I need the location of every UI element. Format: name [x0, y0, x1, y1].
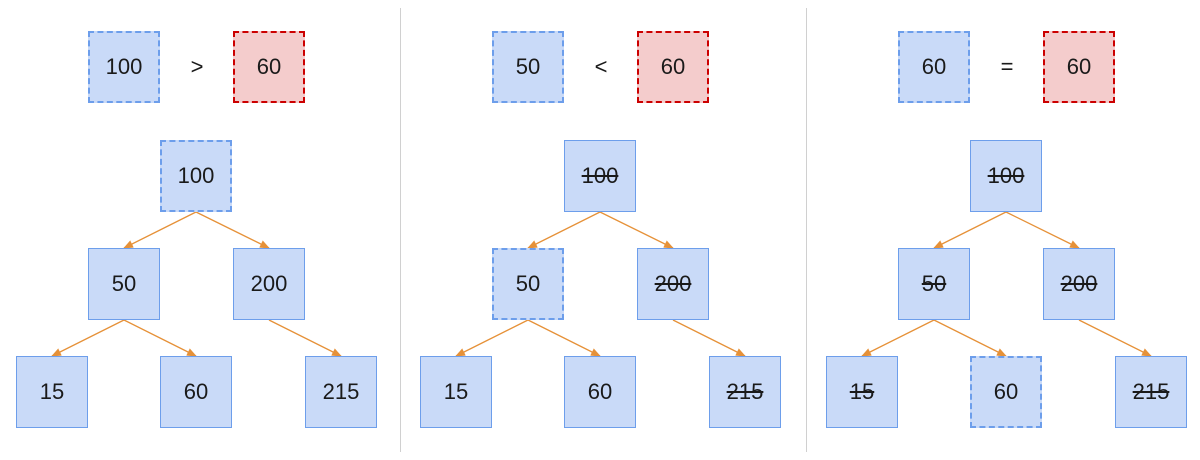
panel-1-node-root-label: 100	[177, 163, 215, 188]
panel-3-node-left-label: 50	[921, 271, 947, 296]
panel-3-compare-target-value-label: 60	[1066, 54, 1092, 79]
panel-divider-1	[400, 8, 401, 452]
panel-1-node-right-right-label: 215	[322, 379, 360, 404]
panel-3-edge-left-to-left_right	[933, 319, 1007, 357]
panel-3-node-left-right-label: 60	[993, 379, 1019, 404]
panel-1-node-right-label: 200	[250, 271, 288, 296]
panel-1-compare-target-value: 60	[233, 31, 305, 103]
panel-3-compare-operator: =	[987, 31, 1027, 103]
panel-3-edge-right-to-right_right	[1078, 319, 1152, 357]
panel-1-node-root: 100	[160, 140, 232, 212]
panel-3-node-right-right: 215	[1115, 356, 1187, 428]
panel-1-node-left-right: 60	[160, 356, 232, 428]
panel-1-node-left: 50	[88, 248, 160, 320]
panel-1-compare-target-value-label: 60	[256, 54, 282, 79]
panel-3-edge-root-to-right	[1005, 211, 1080, 249]
panel-1-node-left-right-label: 60	[183, 379, 209, 404]
panel-2-node-root: 100	[564, 140, 636, 212]
panel-2-node-left-right: 60	[564, 356, 636, 428]
panel-2-node-left-left: 15	[420, 356, 492, 428]
panel-1-node-right-right: 215	[305, 356, 377, 428]
panel-1-edge-root-to-right	[195, 211, 270, 249]
panel-3-compare-current-value: 60	[898, 31, 970, 103]
panel-2-edge-left-to-left_left	[455, 319, 529, 357]
panel-2-compare-current-value: 50	[492, 31, 564, 103]
panel-2-edge-root-to-left	[527, 211, 601, 249]
panel-3-compare-current-value-label: 60	[921, 54, 947, 79]
panel-3-compare-target-value: 60	[1043, 31, 1115, 103]
panel-1-edge-left-to-left_left	[51, 319, 125, 357]
panel-2-edge-left-to-left_right	[527, 319, 601, 357]
panel-divider-2	[806, 8, 807, 452]
panel-1-edge-left-to-left_right	[123, 319, 197, 357]
panel-2-node-root-label: 100	[581, 163, 619, 188]
panel-2-node-right-label: 200	[654, 271, 692, 296]
panel-2-compare-operator-label: <	[594, 54, 608, 79]
panel-2-node-left-left-label: 15	[443, 379, 469, 404]
panel-1-compare-current-value-label: 100	[105, 54, 143, 79]
panel-1-node-left-left: 15	[16, 356, 88, 428]
panel-2-node-left-label: 50	[515, 271, 541, 296]
panel-2-node-right: 200	[637, 248, 709, 320]
panel-2-compare-operator: <	[581, 31, 621, 103]
panel-2-edge-right-to-right_right	[672, 319, 746, 357]
panel-3-node-right-right-label: 215	[1132, 379, 1170, 404]
panel-1-edge-right-to-right_right	[268, 319, 342, 357]
panel-3-node-right-label: 200	[1060, 271, 1098, 296]
panel-1-node-left-label: 50	[111, 271, 137, 296]
panel-2-node-right-right-label: 215	[726, 379, 764, 404]
panel-3-edge-left-to-left_left	[861, 319, 935, 357]
panel-3-node-left-right: 60	[970, 356, 1042, 428]
panel-1-edge-root-to-left	[123, 211, 197, 249]
panel-3-node-root-label: 100	[987, 163, 1025, 188]
panel-2-compare-current-value-label: 50	[515, 54, 541, 79]
panel-1-compare-operator: >	[177, 31, 217, 103]
panel-3-node-left-left-label: 15	[849, 379, 875, 404]
panel-3-node-root: 100	[970, 140, 1042, 212]
panel-1-node-right: 200	[233, 248, 305, 320]
panel-1-compare-current-value: 100	[88, 31, 160, 103]
panel-2-compare-target-value-label: 60	[660, 54, 686, 79]
panel-3-node-left: 50	[898, 248, 970, 320]
panel-2-compare-target-value: 60	[637, 31, 709, 103]
panel-2-node-right-right: 215	[709, 356, 781, 428]
panel-3-edge-root-to-left	[933, 211, 1007, 249]
panel-2-edge-root-to-right	[599, 211, 674, 249]
panel-3-compare-operator-label: =	[1000, 54, 1014, 79]
panel-1-compare-operator-label: >	[190, 54, 204, 79]
panel-3-node-right: 200	[1043, 248, 1115, 320]
panel-1-node-left-left-label: 15	[39, 379, 65, 404]
panel-3-node-left-left: 15	[826, 356, 898, 428]
panel-2-node-left-right-label: 60	[587, 379, 613, 404]
panel-2-node-left: 50	[492, 248, 564, 320]
